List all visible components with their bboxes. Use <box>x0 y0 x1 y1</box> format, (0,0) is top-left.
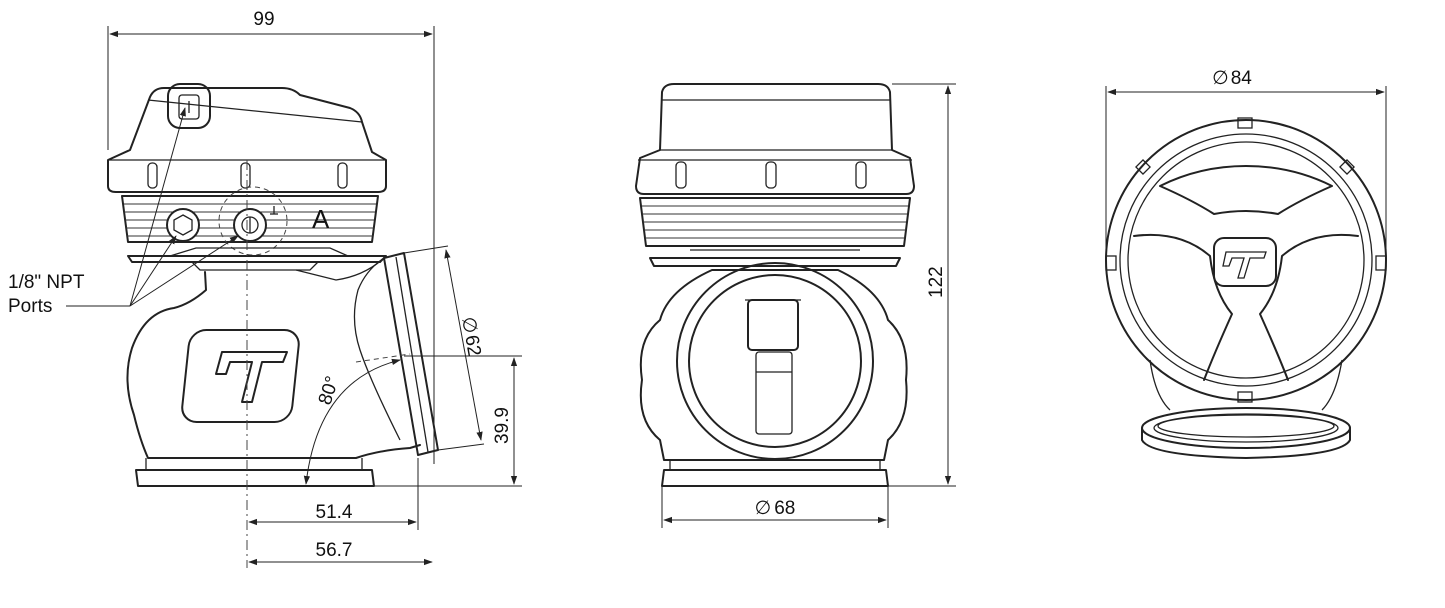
detail-a-circle <box>218 186 288 256</box>
port-label-line2: Ports <box>8 296 52 317</box>
top-cap-outer <box>1105 119 1387 401</box>
angle-label: 80° <box>315 374 344 408</box>
side-dimensions: 99 1/8" NPT Ports A ∅62 39.9 80° 51.4 56… <box>8 9 522 566</box>
hex-port-icon <box>166 208 200 242</box>
fitting-icon <box>270 206 278 215</box>
front-cap <box>635 83 915 195</box>
outlet-flange <box>353 252 439 456</box>
outlet-offset-label: 56.7 <box>316 540 353 561</box>
port-label-line1: 1/8" NPT <box>8 272 85 293</box>
front-height-label: 122 <box>926 266 947 298</box>
top-cap-inner <box>1119 133 1373 387</box>
top-spoke-emblem <box>1159 165 1333 215</box>
top-view <box>1105 117 1387 459</box>
outlet-flange-diameter-label: ∅62 <box>457 315 485 358</box>
overall-width-label: 99 <box>253 9 274 30</box>
front-valve-ring-outer <box>676 262 874 460</box>
turbosmart-logo-top <box>1213 237 1277 287</box>
outlet-height-label: 39.9 <box>492 407 513 444</box>
front-dimensions: 122 ∅68 <box>661 83 956 528</box>
front-view <box>635 83 915 487</box>
front-body <box>639 269 908 461</box>
turbosmart-logo-side <box>181 329 300 423</box>
front-valve-ring-inner <box>688 274 862 448</box>
side-body <box>126 271 421 459</box>
valve-stem <box>745 299 801 435</box>
front-flange-diameter-label: ∅68 <box>755 498 796 519</box>
top-cap-diameter-label: ∅84 <box>1212 68 1252 89</box>
side-view <box>107 83 439 568</box>
inlet-flange <box>135 458 375 487</box>
barb-port-icon <box>233 208 267 242</box>
front-fins <box>639 197 911 247</box>
inlet-offset-label: 51.4 <box>316 502 353 523</box>
top-dimensions: ∅84 <box>1105 68 1387 250</box>
upper-port-icon <box>167 83 211 129</box>
side-cap <box>107 87 387 193</box>
detail-marker-a: A <box>312 204 330 234</box>
